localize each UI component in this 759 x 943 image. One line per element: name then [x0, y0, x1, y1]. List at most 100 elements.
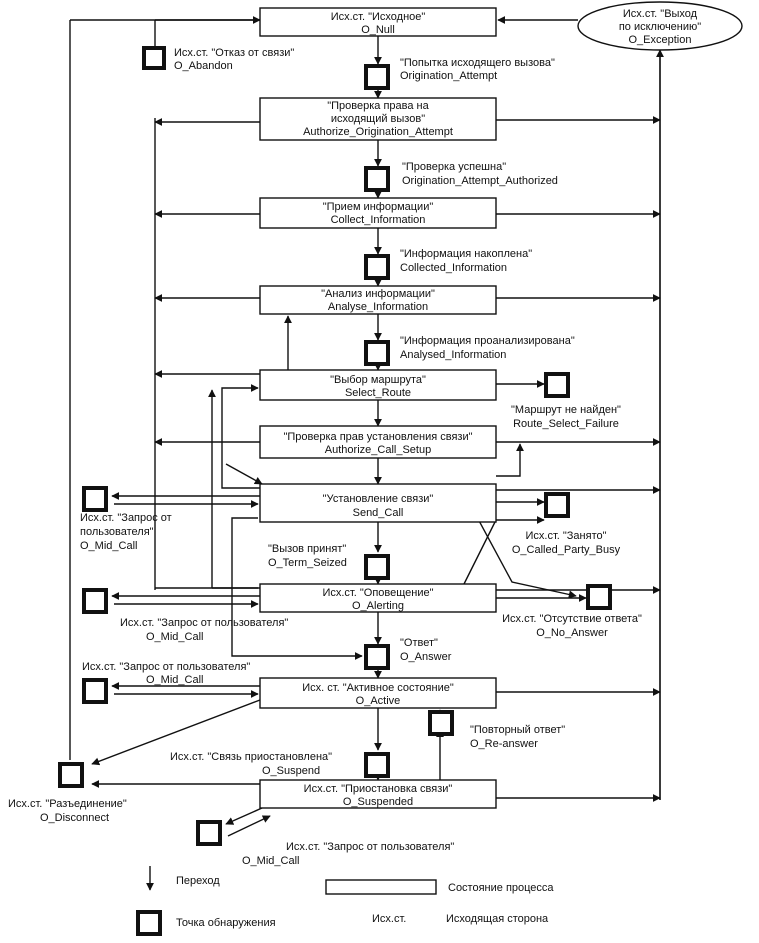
- state-suspended-code: O_Suspended: [343, 796, 413, 808]
- state-alerting-label: Исх.ст. "Оповещение": [322, 587, 433, 599]
- suspended-to-midcall4: [225, 807, 263, 825]
- dp-orig-authorized-code: Origination_Attempt_Authorized: [402, 175, 558, 187]
- state-alerting-code: O_Alerting: [352, 600, 404, 612]
- dp-disconnect-label: Исх.ст. "Разъединение": [8, 798, 127, 810]
- dp-answer-label: "Ответ": [400, 637, 438, 649]
- state-exception-l1: Исх.ст. "Выход: [623, 8, 698, 20]
- dp-disconnect: Исх.ст. "Разъединение" O_Disconnect: [8, 762, 127, 824]
- legend-abbr-meaning: Исходящая сторона: [446, 913, 549, 925]
- dp-mid-call-2-code: O_Mid_Call: [146, 631, 203, 643]
- dp-orig-attempt-code: Origination_Attempt: [400, 70, 497, 82]
- state-authorize-setup-label: "Проверка прав установления связи": [283, 431, 472, 443]
- dp-suspend-label: Исх.ст. "Связь приостановлена": [170, 751, 332, 763]
- state-suspended: Исх.ст. "Приостановка связи" O_Suspended: [259, 779, 497, 809]
- legend-detection-point-label: Точка обнаружения: [176, 917, 276, 929]
- state-null-label: Исх.ст. "Исходное": [331, 11, 426, 23]
- state-active-label: Исх. ст. "Активное состояние": [302, 682, 454, 694]
- send-to-no-answer: [469, 503, 577, 599]
- send-to-answer-loop: [231, 517, 363, 660]
- dp-analysed-label: "Информация проанализирована": [400, 335, 575, 347]
- midcall4-to-suspended: [227, 815, 271, 837]
- dp-re-answer-code: O_Re-answer: [470, 738, 538, 750]
- dp-mid-call-3-label: Исх.ст. "Запрос от пользователя": [82, 661, 250, 673]
- dp-busy-code: O_Called_Party_Busy: [512, 544, 621, 556]
- dp-mid-call-4: Исх.ст. "Запрос от пользователя" O_Mid_C…: [196, 820, 454, 867]
- active-to-disconnect: [91, 699, 261, 766]
- dp-abandon: Исх.ст. "Отказ от связи" O_Abandon: [142, 46, 294, 72]
- dp-route-failure-code: Route_Select_Failure: [513, 418, 619, 430]
- state-active-code: O_Active: [356, 695, 401, 707]
- dp-route-failure-label: "Маршрут не найден": [511, 404, 621, 416]
- legend: Переход Состояние процесса Точка обнаруж…: [136, 866, 554, 936]
- dp-mid-call-2-label: Исх.ст. "Запрос от пользователя": [120, 617, 288, 629]
- legend-abbr: Исх.ст.: [372, 913, 406, 925]
- dp-route-select-failure: "Маршрут не найден" Route_Select_Failure: [511, 372, 621, 430]
- dp-mid-call-3: Исх.ст. "Запрос от пользователя" O_Mid_C…: [82, 661, 250, 704]
- dp-term-seized-code: O_Term_Seized: [268, 557, 347, 569]
- dp-mid-call-1-l2: пользователя": [80, 526, 154, 538]
- state-send-call-code: Send_Call: [353, 507, 404, 519]
- state-send-call: "Установление связи" Send_Call: [259, 483, 497, 523]
- authsetup-diagonal: [225, 463, 263, 485]
- state-select-route: "Выбор маршрута" Select_Route: [259, 369, 497, 401]
- dp-suspend: Исх.ст. "Связь приостановлена" O_Suspend: [170, 751, 390, 778]
- dp-re-answer: "Повторный ответ" O_Re-answer: [428, 710, 565, 750]
- state-authorize-call-setup: "Проверка прав установления связи" Autho…: [259, 425, 497, 459]
- state-authorize-orig-code: Authorize_Origination_Attempt: [303, 126, 453, 138]
- state-suspended-label: Исх.ст. "Приостановка связи": [304, 783, 453, 795]
- dp-re-answer-label: "Повторный ответ": [470, 724, 565, 736]
- dp-mid-call-4-code: O_Mid_Call: [242, 855, 299, 867]
- state-collect-label: "Прием информации": [323, 201, 434, 213]
- dp-orig-authorized-label: "Проверка успешна": [402, 161, 506, 173]
- dp-mid-call-1: Исх.ст. "Запрос от пользователя" O_Mid_C…: [80, 486, 172, 552]
- legend-detection-point-icon: [136, 910, 162, 936]
- send-back-to-select: [221, 384, 260, 489]
- dp-answer-code: O_Answer: [400, 651, 452, 663]
- dp-abandon-label: Исх.ст. "Отказ от связи": [174, 47, 294, 59]
- state-exception-l2: по исключению": [619, 21, 701, 33]
- legend-state-box: [325, 879, 437, 895]
- state-exception-code: O_Exception: [629, 34, 692, 46]
- send-to-authsetup: [496, 443, 524, 477]
- connectors: [69, 16, 664, 837]
- dp-orig-attempt-label: "Попытка исходящего вызова": [400, 57, 555, 69]
- state-send-call-label: "Установление связи": [323, 493, 434, 505]
- legend-transition-label: Переход: [176, 875, 220, 887]
- dp-answer: "Ответ" O_Answer: [364, 637, 452, 670]
- legend-process-state-label: Состояние процесса: [448, 882, 554, 894]
- state-select-route-label: "Выбор маршрута": [330, 374, 426, 386]
- dp-origination-authorized: "Проверка успешна" Origination_Attempt_A…: [364, 161, 558, 192]
- state-authorize-orig-l2: исходящий вызов": [331, 113, 425, 125]
- dp-collected-information: "Информация накоплена" Collected_Informa…: [364, 248, 532, 280]
- state-alerting: Исх.ст. "Оповещение" O_Alerting: [259, 583, 497, 613]
- dp-no-answer: Исх.ст. "Отсутствие ответа" O_No_Answer: [502, 584, 642, 639]
- dp-origination-attempt: "Попытка исходящего вызова" Origination_…: [364, 57, 555, 90]
- state-authorize-origination: "Проверка права на исходящий вызов" Auth…: [259, 97, 497, 141]
- state-analyse-code: Analyse_Information: [328, 301, 428, 313]
- state-null-code: O_Null: [361, 24, 395, 36]
- state-collect-information: "Прием информации" Collect_Information: [259, 197, 497, 229]
- state-analyse-information: "Анализ информации" Analyse_Information: [259, 285, 497, 315]
- state-authorize-setup-code: Authorize_Call_Setup: [325, 444, 431, 456]
- dp-disconnect-code: O_Disconnect: [40, 812, 109, 824]
- dp-mid-call-1-code: O_Mid_Call: [80, 540, 137, 552]
- dp-term-seized: "Вызов принят" O_Term_Seized: [268, 543, 390, 580]
- state-collect-code: Collect_Information: [331, 214, 426, 226]
- dp-mid-call-1-l1: Исх.ст. "Запрос от: [80, 512, 172, 524]
- state-select-route-code: Select_Route: [345, 387, 411, 399]
- dp-mid-call-3-code: O_Mid_Call: [146, 674, 203, 686]
- state-authorize-orig-l1: "Проверка права на: [327, 100, 429, 112]
- state-analyse-label: "Анализ информации": [321, 288, 435, 300]
- state-null: Исх.ст. "Исходное" O_Null: [259, 7, 497, 37]
- state-exception: Исх.ст. "Выход по исключению" O_Exceptio…: [577, 1, 743, 51]
- dp-no-answer-label: Исх.ст. "Отсутствие ответа": [502, 613, 642, 625]
- dp-suspend-code: O_Suspend: [262, 765, 320, 777]
- dp-abandon-code: O_Abandon: [174, 60, 233, 72]
- dp-no-answer-code: O_No_Answer: [536, 627, 608, 639]
- dp-collected-code: Collected_Information: [400, 262, 507, 274]
- dp-called-party-busy: Исх.ст. "Занято" O_Called_Party_Busy: [512, 492, 621, 556]
- dp-analysed-information: "Информация проанализирована" Analysed_I…: [364, 335, 575, 366]
- dp-busy-label: Исх.ст. "Занято": [525, 530, 606, 542]
- dp-mid-call-2: Исх.ст. "Запрос от пользователя" O_Mid_C…: [82, 588, 288, 643]
